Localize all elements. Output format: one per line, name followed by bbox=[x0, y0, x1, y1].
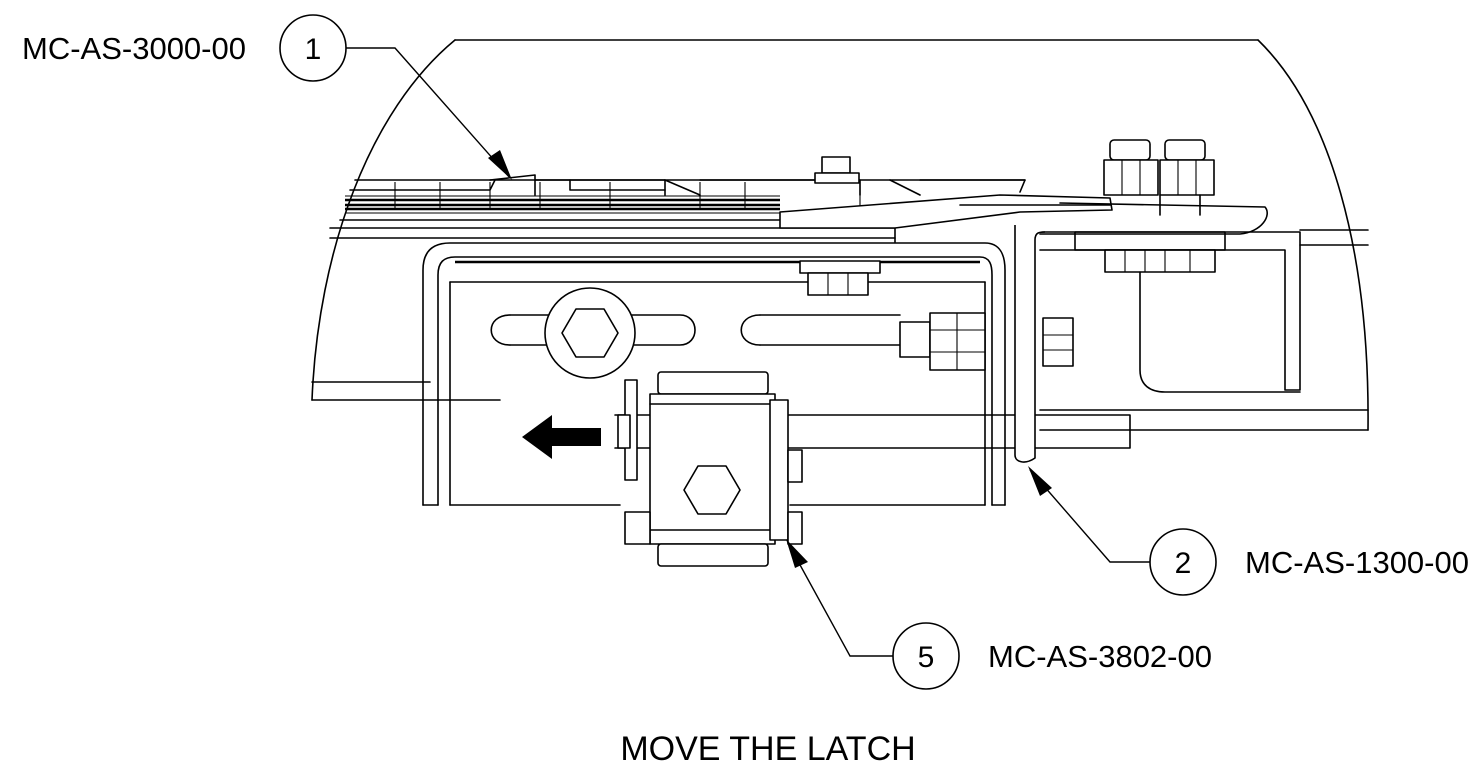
callout-5-number: 5 bbox=[918, 641, 935, 674]
callout-5-part-number: MC-AS-3802-00 bbox=[988, 639, 1212, 674]
latch-block bbox=[617, 371, 803, 567]
callout-1-number: 1 bbox=[305, 33, 322, 66]
callout-1-balloon bbox=[279, 14, 347, 82]
callout-1: 1 MC-AS-3000-00 bbox=[22, 14, 347, 82]
plate-stack-lines bbox=[345, 195, 780, 214]
callout-5-balloon bbox=[892, 622, 960, 690]
right-bracket-assembly bbox=[1039, 139, 1369, 431]
callout-2-number: 2 bbox=[1175, 547, 1192, 580]
callout-1-part-number: MC-AS-3000-00 bbox=[22, 31, 246, 66]
callout-2-part-number: MC-AS-1300-00 bbox=[1245, 545, 1469, 580]
callout-5: 5 MC-AS-3802-00 bbox=[892, 622, 1212, 690]
leader-lines bbox=[346, 47, 1150, 657]
latch-channel bbox=[422, 242, 1131, 506]
top-rail-assembly bbox=[329, 156, 1268, 243]
detail-view-boundary bbox=[311, 39, 1369, 431]
callout-2: 2 MC-AS-1300-00 bbox=[1149, 528, 1469, 596]
callout-2-balloon bbox=[1149, 528, 1217, 596]
stud-and-nuts bbox=[899, 225, 1074, 463]
move-direction-arrow bbox=[522, 415, 601, 459]
drawing-caption: MOVE THE LATCH bbox=[620, 730, 915, 768]
